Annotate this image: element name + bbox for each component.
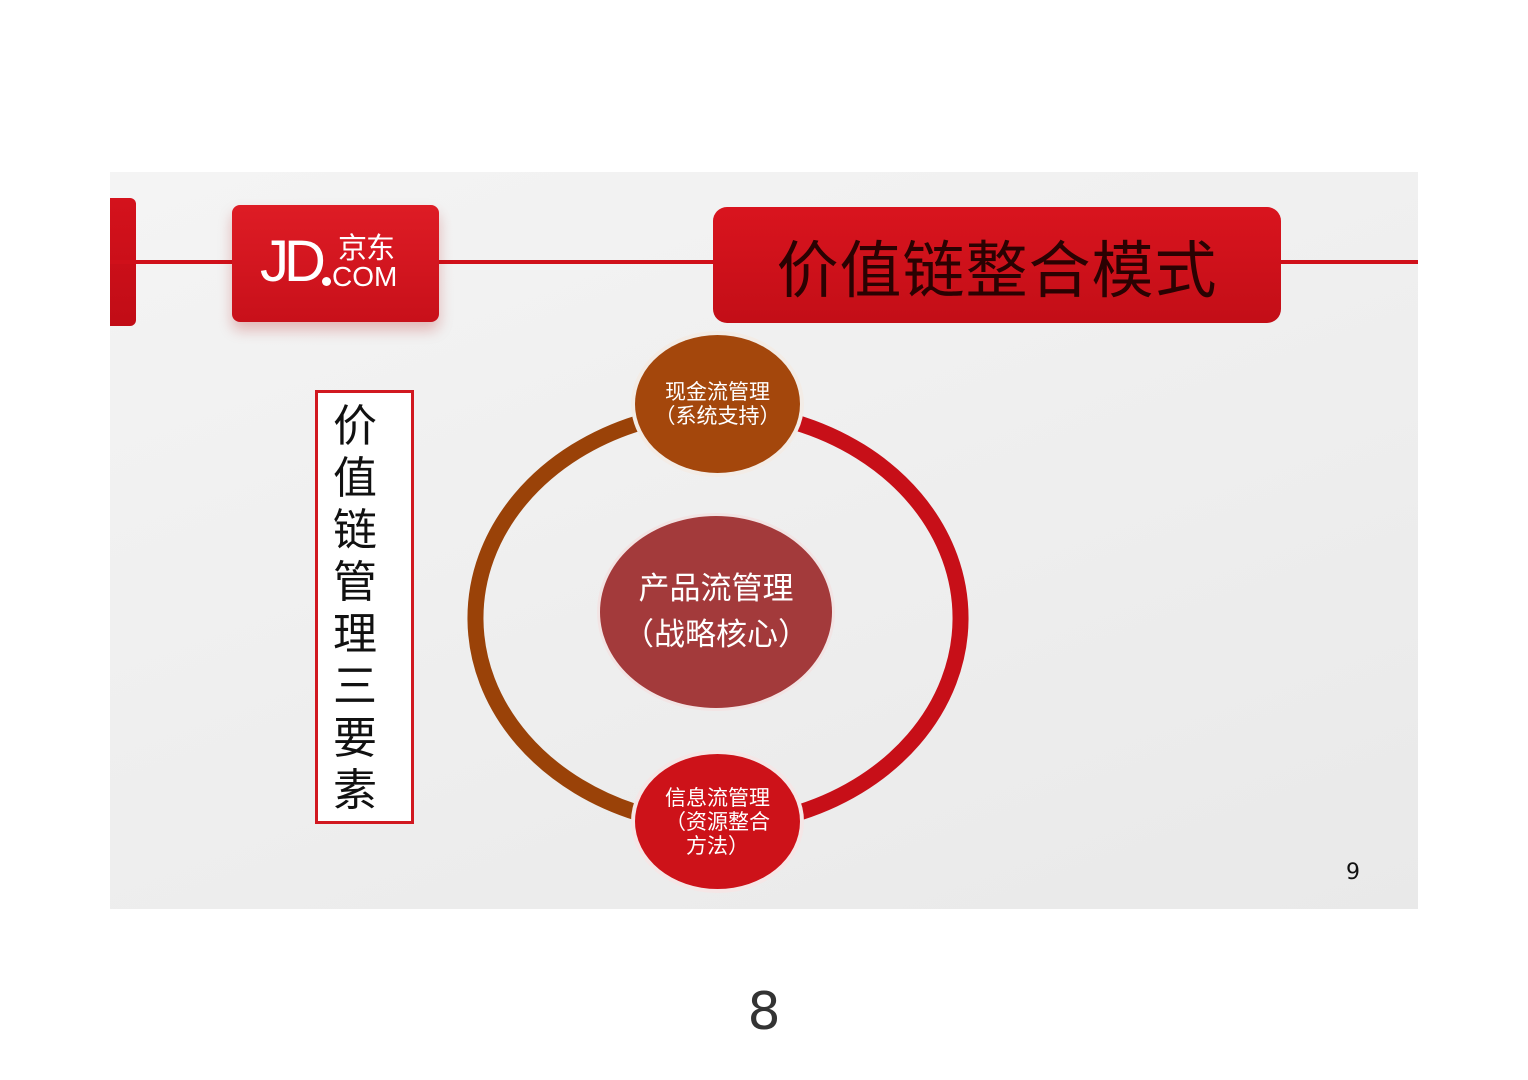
product-flow-node: 产品流管理 （战略核心） (600, 516, 832, 708)
info-flow-note-1: （资源整合 (665, 809, 770, 834)
title-box: 价值链整合模式 (713, 207, 1281, 323)
slide-number: 9 (1346, 860, 1360, 885)
jd-logo-com: COM (332, 261, 398, 292)
jd-logo-mark: JD (260, 229, 326, 294)
info-flow-note-2: 方法） (686, 833, 749, 858)
page-number: 8 (747, 982, 781, 1042)
jd-logo: JD 京东 COM (232, 205, 439, 322)
side-title-box: 价值链管理三要素 (315, 390, 414, 824)
right-arc-red (788, 414, 969, 823)
left-arc-brown (467, 414, 648, 823)
side-title: 价值链管理三要素 (333, 401, 377, 816)
slide-title: 价值链整合模式 (776, 234, 1218, 307)
cycle-diagram (467, 414, 969, 823)
cash-flow-node: 现金流管理 （系统支持） (635, 335, 800, 473)
slide: JD 京东 COM 价值链整合模式 价值链管理三要素 现金流管理 （系统支持） … (110, 172, 1418, 909)
cash-flow-label: 现金流管理 (665, 380, 770, 404)
cash-flow-note: （系统支持） (654, 404, 781, 428)
jd-logo-cn: 京东 (338, 231, 395, 265)
info-flow-label: 信息流管理 (665, 785, 770, 810)
jd-logo-dot (322, 277, 331, 286)
product-flow-note: （战略核心） (623, 617, 809, 653)
info-flow-node: 信息流管理 （资源整合 方法） (635, 754, 800, 889)
product-flow-label: 产品流管理 (638, 571, 794, 607)
